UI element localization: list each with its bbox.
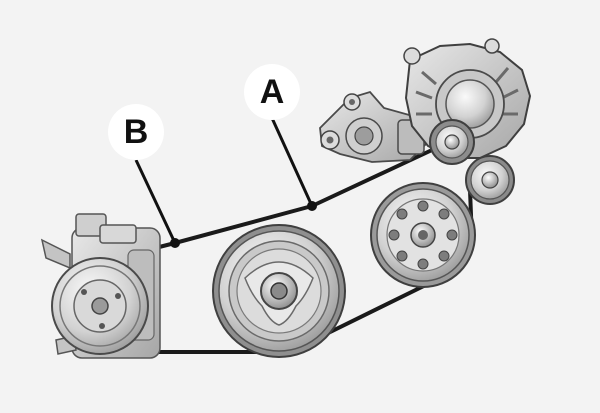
ac-compressor [40, 213, 161, 359]
callout-leader-a [270, 117, 317, 211]
idler-pulley [465, 155, 515, 205]
callout-label-a: A [244, 64, 300, 120]
compressor-clutch-pulley [51, 257, 149, 355]
callout-leader-b [134, 159, 180, 248]
callout-label-b: B [108, 104, 164, 160]
alternator-pulley [429, 119, 475, 165]
water-pump-pulley [370, 182, 476, 288]
belt-tensioner [319, 90, 432, 163]
alternator [403, 38, 532, 165]
crankshaft-pulley [212, 224, 346, 358]
